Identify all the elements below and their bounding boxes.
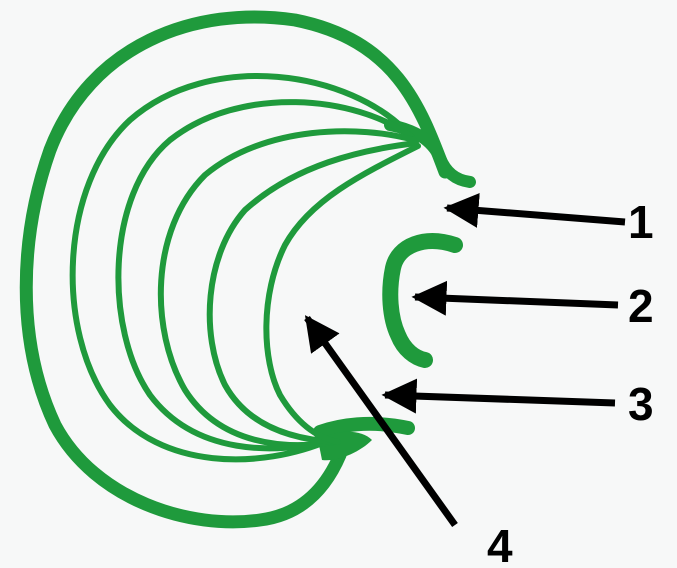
label-2: 2 <box>628 280 654 332</box>
bottom-anchor <box>320 424 408 432</box>
label-4: 4 <box>487 520 513 568</box>
label-1: 1 <box>628 196 654 248</box>
label-3: 3 <box>628 378 654 430</box>
